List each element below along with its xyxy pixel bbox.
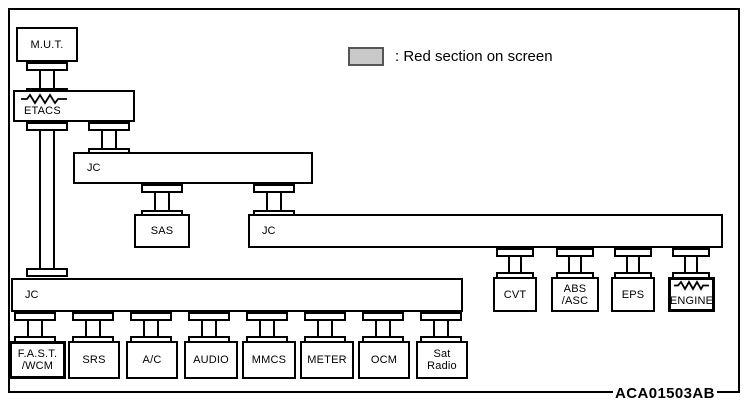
connector-pad-jc-bottom-in: [26, 268, 68, 277]
node-engine-label: ENGINE: [669, 295, 714, 307]
wire-jcmid-abs: [568, 257, 582, 272]
node-sas-label: SAS: [150, 225, 174, 237]
wire-etacs-jc-top: [101, 131, 117, 148]
node-mut-label: M.U.T.: [30, 38, 64, 51]
bus-jc-mid[interactable]: JC: [248, 214, 723, 248]
node-ac-label: A/C: [142, 354, 162, 366]
node-audio[interactable]: AUDIO: [184, 341, 238, 379]
wire-jcbot-ac: [143, 321, 159, 336]
connector-pad-jcbot-meter: [304, 312, 346, 321]
node-abs-asc[interactable]: ABS /ASC: [551, 277, 599, 312]
wire-etacs-jc-bottom: [39, 131, 55, 268]
node-srs-label: SRS: [82, 354, 106, 366]
node-fast-wcm-label: F.A.S.T. /WCM: [17, 348, 58, 372]
wire-jcbot-sat: [433, 321, 449, 336]
node-abs-asc-label: ABS /ASC: [561, 282, 589, 307]
connector-pad-jc-top-out-sas: [141, 184, 183, 193]
node-ocm-label: OCM: [370, 354, 398, 366]
wire-jcbot-srs: [85, 321, 101, 336]
connector-pad-jcmid-abs: [556, 248, 594, 257]
part-number: ACA01503AB: [613, 385, 717, 402]
bus-jc-bottom-label: JC: [25, 289, 39, 301]
node-eps[interactable]: EPS: [611, 277, 655, 312]
connector-pad-jcmid-cvt: [496, 248, 534, 257]
node-cvt[interactable]: CVT: [493, 277, 537, 312]
node-audio-label: AUDIO: [193, 354, 229, 366]
wire-jcmid-eps: [626, 257, 640, 272]
wire-jc-top-sas: [154, 193, 170, 210]
connector-pad-jcmid-engine: [672, 248, 710, 257]
legend-swatch-red-section: [348, 47, 384, 66]
node-eps-label: EPS: [621, 288, 645, 301]
connector-pad-jcbot-ac: [130, 312, 172, 321]
wire-jc-top-jc-mid: [266, 193, 282, 210]
resistor-squiggle-icon-engine: [673, 280, 710, 291]
wire-jcbot-ocm: [375, 321, 391, 336]
node-etacs-label: ETACS: [24, 105, 61, 117]
bus-jc-bottom[interactable]: JC: [11, 278, 463, 312]
wire-jcbot-audio: [201, 321, 217, 336]
resistor-squiggle-icon-etacs: [20, 93, 68, 105]
legend-label: : Red section on screen: [395, 48, 553, 65]
bus-jc-top[interactable]: JC: [73, 152, 313, 184]
legend: : Red section on screen: [348, 47, 553, 66]
diagram-border: [8, 8, 740, 393]
connector-pad-jcbot-ocm: [362, 312, 404, 321]
node-mmcs-label: MMCS: [251, 354, 287, 366]
connector-pad-jcbot-mmcs: [246, 312, 288, 321]
node-srs[interactable]: SRS: [68, 341, 120, 379]
bus-jc-top-label: JC: [87, 162, 101, 174]
bus-jc-mid-label: JC: [262, 225, 276, 237]
connector-pad-mut-bottom: [26, 62, 68, 71]
connector-pad-jcbot-audio: [188, 312, 230, 321]
node-etacs[interactable]: ETACS: [13, 90, 135, 122]
node-meter-label: METER: [307, 354, 347, 366]
connector-pad-etacs-bottom-right: [88, 122, 130, 131]
connector-pad-jc-top-out-jcmid: [253, 184, 295, 193]
node-ac[interactable]: A/C: [126, 341, 178, 379]
wire-jcmid-cvt: [508, 257, 522, 272]
connector-pad-jcbot-sat: [420, 312, 462, 321]
connector-pad-jcbot-srs: [72, 312, 114, 321]
node-sat-radio[interactable]: Sat Radio: [416, 341, 468, 379]
node-mmcs[interactable]: MMCS: [242, 341, 296, 379]
node-sas[interactable]: SAS: [134, 214, 190, 248]
wire-jcbot-mmcs: [259, 321, 275, 336]
node-fast-wcm[interactable]: F.A.S.T. /WCM: [9, 341, 66, 379]
node-engine[interactable]: ENGINE: [668, 277, 715, 312]
connector-pad-jcbot-fast: [14, 312, 56, 321]
node-ocm[interactable]: OCM: [358, 341, 410, 379]
node-cvt-label: CVT: [503, 288, 527, 301]
node-meter[interactable]: METER: [300, 341, 354, 379]
connector-pad-etacs-bottom-left: [26, 122, 68, 131]
wire-jcbot-fast: [27, 321, 43, 336]
wire-jcmid-engine: [684, 257, 698, 272]
node-mut[interactable]: M.U.T.: [16, 27, 78, 62]
node-sat-radio-label: Sat Radio: [427, 348, 457, 372]
wire-jcbot-meter: [317, 321, 333, 336]
wire-mut-etacs: [39, 71, 55, 88]
connector-pad-jcmid-eps: [614, 248, 652, 257]
